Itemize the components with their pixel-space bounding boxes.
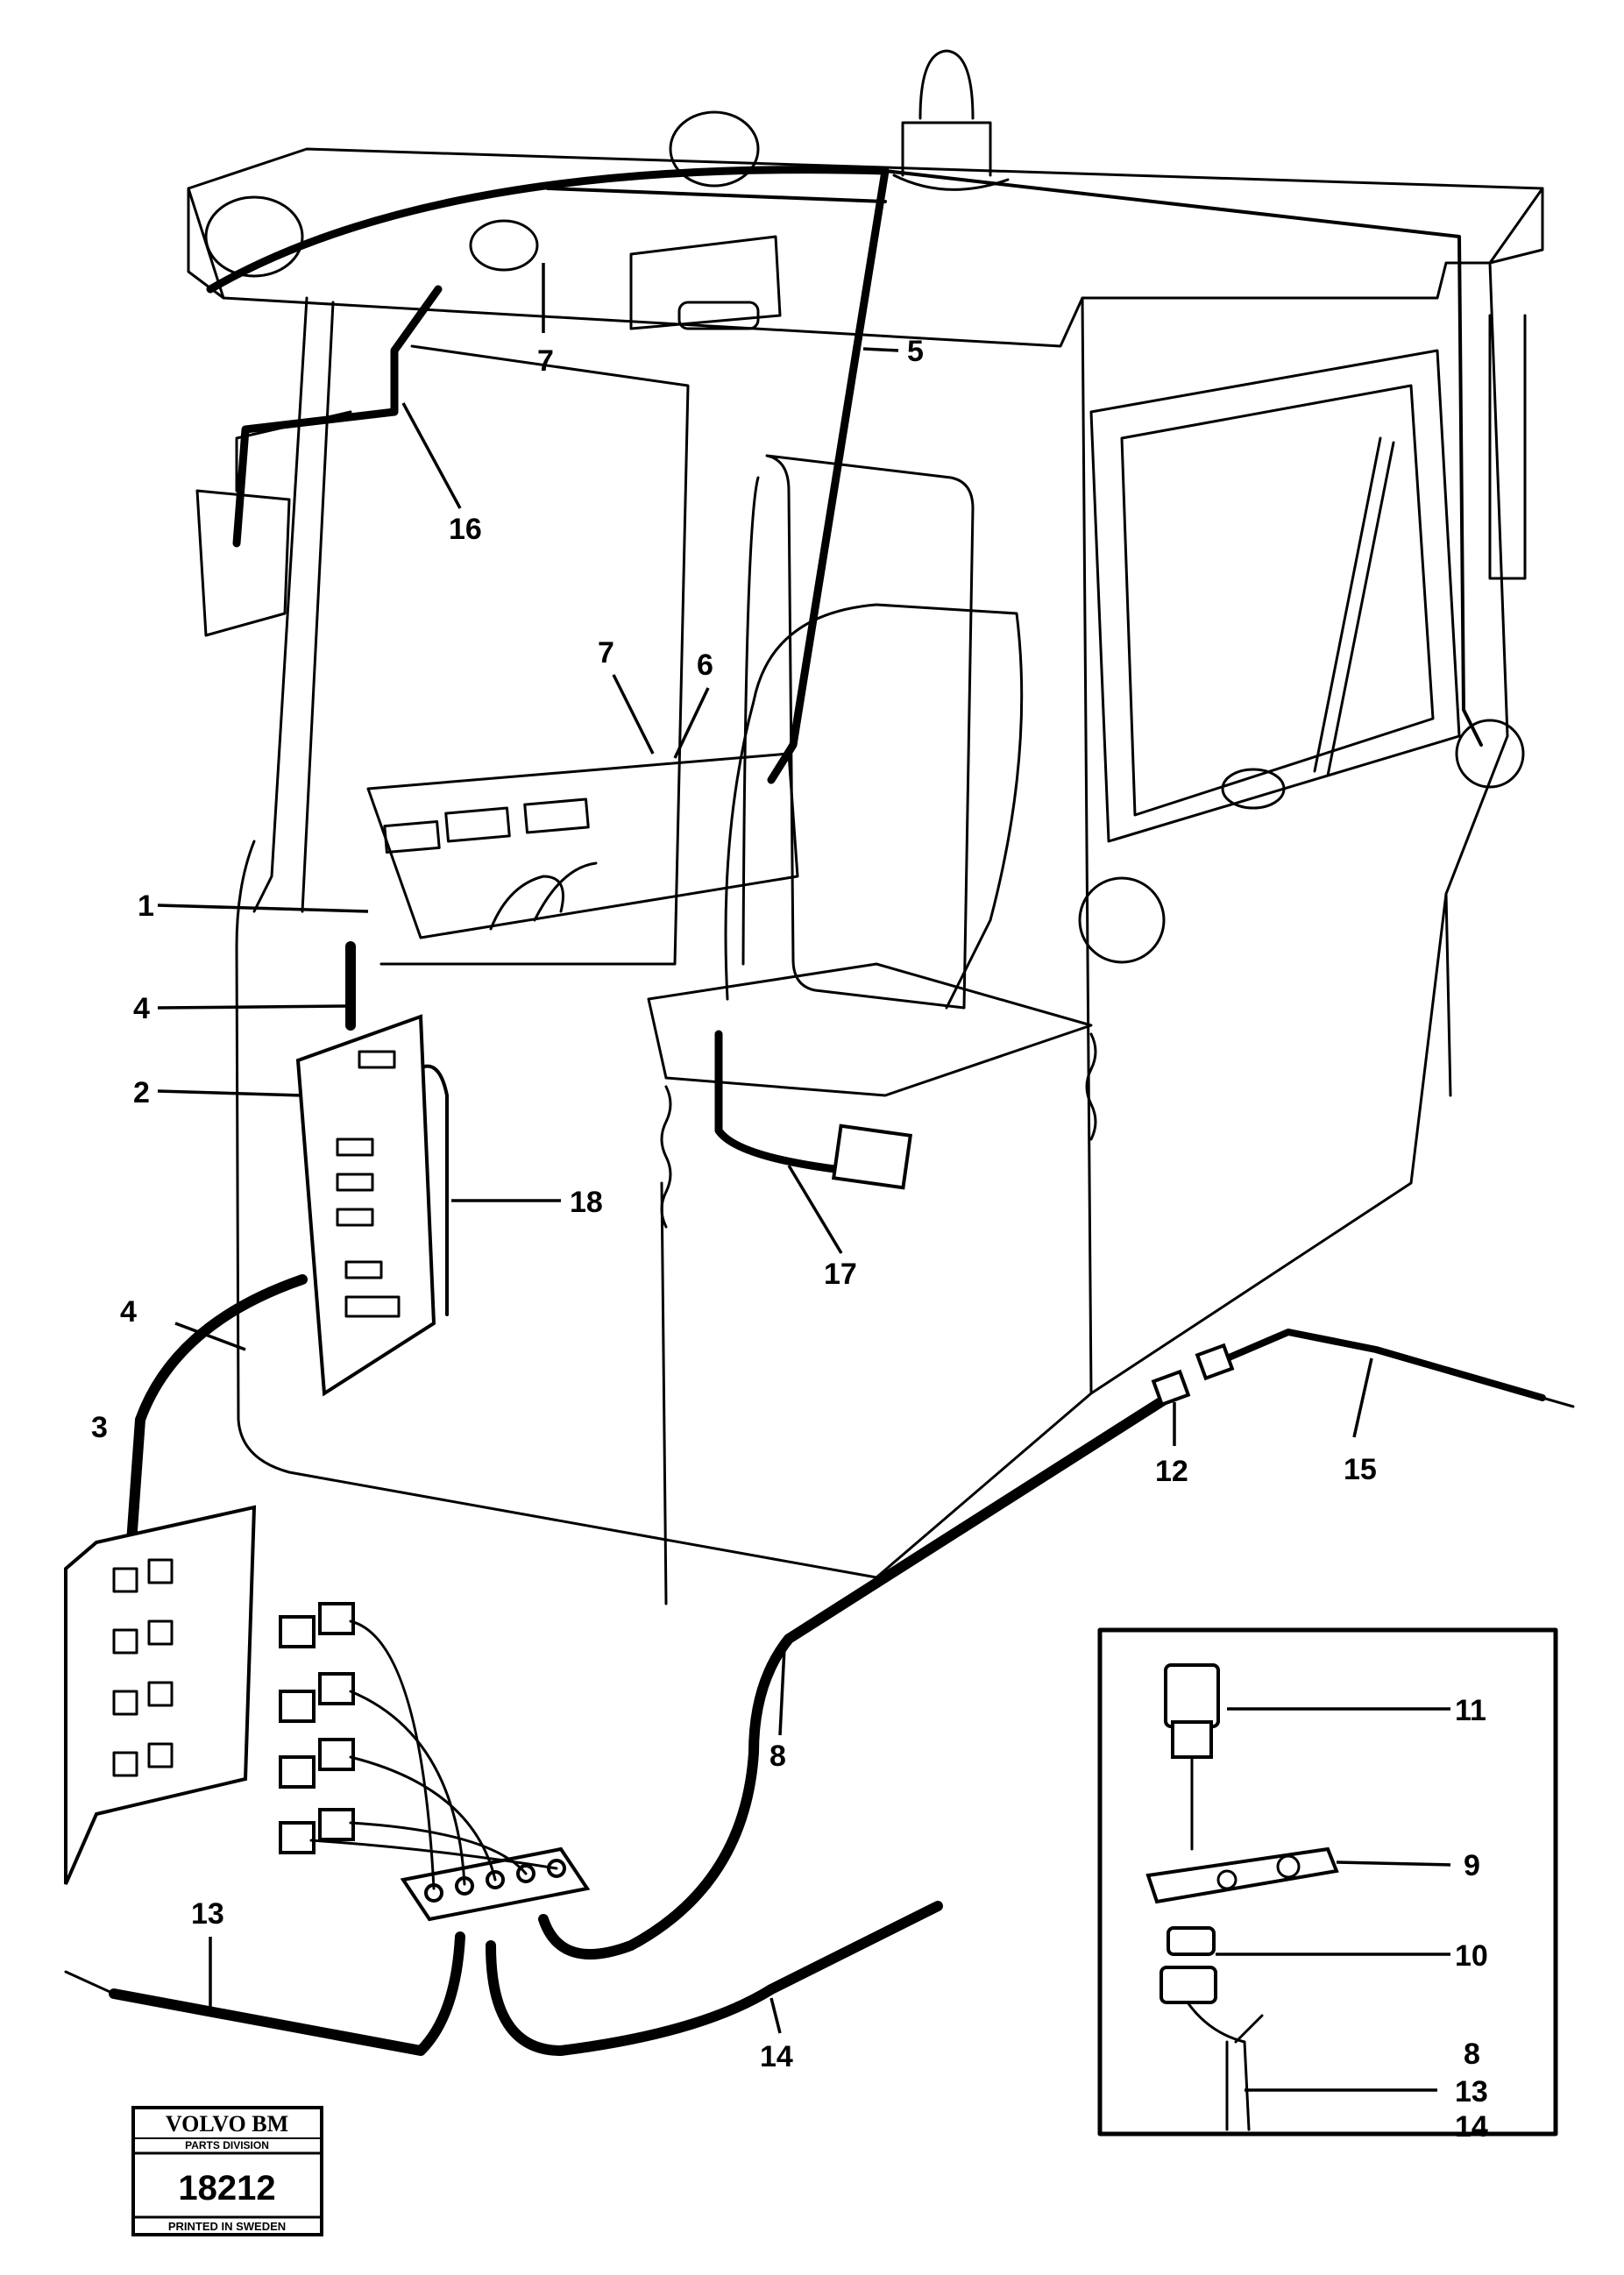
callout-17: 17 bbox=[824, 1258, 857, 1291]
stamp-number: 18212 bbox=[178, 2169, 275, 2208]
callout-5: 5 bbox=[907, 335, 924, 368]
fuse-slots bbox=[112, 1558, 174, 1777]
inset-callout-10: 10 bbox=[1455, 1939, 1488, 1973]
callout-4-lower: 4 bbox=[120, 1295, 137, 1329]
stamp-footer: PRINTED IN SWEDEN bbox=[168, 2220, 286, 2233]
inset-callout-8: 8 bbox=[1464, 2038, 1480, 2071]
callout-16: 16 bbox=[449, 513, 482, 546]
wire-harnesses bbox=[64, 166, 1575, 2056]
panel-components bbox=[336, 1050, 401, 1318]
leader-lines bbox=[157, 263, 1451, 2092]
stamp-brand: VOLVO BM bbox=[166, 2111, 288, 2137]
stamp-division: PARTS DIVISION bbox=[185, 2139, 269, 2151]
inset-callout-14: 14 bbox=[1455, 2110, 1488, 2144]
callout-7-upper: 7 bbox=[537, 344, 554, 378]
callout-8: 8 bbox=[769, 1740, 786, 1773]
callout-3: 3 bbox=[91, 1411, 108, 1444]
inset-detail bbox=[1097, 1627, 1558, 2137]
callout-13: 13 bbox=[191, 1897, 224, 1931]
relay-connectors bbox=[279, 1602, 558, 1890]
callout-12: 12 bbox=[1155, 1455, 1188, 1488]
callout-6: 6 bbox=[697, 648, 713, 682]
inset-callout-13: 13 bbox=[1455, 2075, 1488, 2108]
callout-18: 18 bbox=[570, 1186, 603, 1219]
parts-division-stamp: VOLVO BM PARTS DIVISION 18212 PRINTED IN… bbox=[131, 2106, 323, 2236]
inset-callout-11: 11 bbox=[1455, 1694, 1486, 1727]
callout-2: 2 bbox=[133, 1076, 150, 1109]
callout-15: 15 bbox=[1344, 1453, 1377, 1486]
callout-7-lower: 7 bbox=[598, 636, 614, 670]
callout-14: 14 bbox=[760, 2040, 793, 2073]
callout-4-upper: 4 bbox=[133, 992, 150, 1025]
callout-labels: 1 2 3 4 4 5 6 7 7 8 12 13 14 15 16 17 18… bbox=[91, 335, 1488, 2144]
inset-callout-9: 9 bbox=[1464, 1849, 1480, 1882]
cab-structure bbox=[187, 49, 1544, 1605]
callout-1: 1 bbox=[138, 889, 154, 923]
